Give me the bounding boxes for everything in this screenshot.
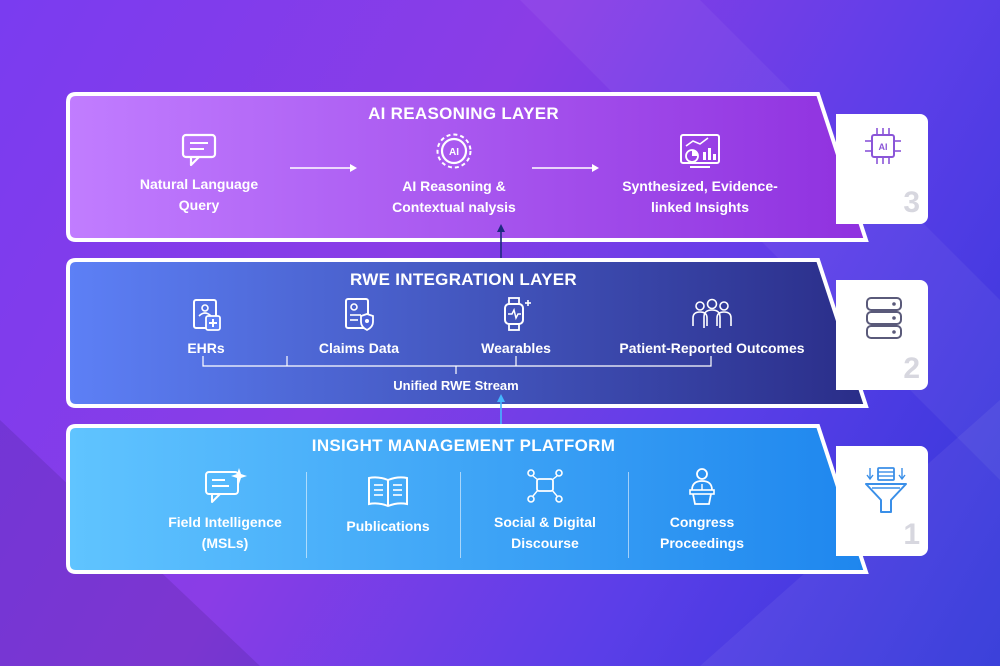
wearables: Wearables — [466, 296, 566, 359]
layer-1-badge: 1 — [836, 446, 928, 556]
ai-gear-icon: AI — [436, 133, 472, 169]
smartwatch-icon — [504, 297, 531, 331]
field-intelligence-msls: Field Intelligence (MSLs) — [150, 466, 300, 554]
item-label: Claims Data — [318, 340, 400, 356]
unified-rwe-stream-label: Unified RWE Stream — [393, 378, 519, 393]
item-label-line2: Discourse — [511, 535, 579, 551]
publications: Publications — [328, 474, 448, 537]
item-label: Wearables — [481, 340, 551, 356]
svg-text:AI: AI — [449, 147, 459, 158]
item-label: EHRs — [187, 340, 225, 356]
patients-icon — [692, 298, 732, 328]
insight-management-platform-layer: INSIGHT MANAGEMENT PLATFORM Field Intell… — [66, 424, 869, 574]
item-label-line2: Proceedings — [659, 535, 745, 551]
rwe-layer-shape — [66, 258, 869, 408]
speaker-icon — [689, 468, 715, 505]
imp-layer-shape — [66, 424, 869, 574]
claims-data: Claims Data — [304, 296, 414, 359]
ai-chip-icon: AI — [865, 128, 901, 164]
funnel-icon — [865, 467, 907, 513]
ai-reasoning-layer: AI REASONING LAYER Natural Language Quer… — [66, 92, 869, 242]
claims-icon — [345, 298, 374, 332]
item-label-line1: Social & Digital — [494, 514, 596, 530]
natural-language-query: Natural Language Query — [116, 132, 282, 216]
arrow-right-icon — [532, 164, 599, 172]
patient-reported-outcomes: Patient-Reported Outcomes — [602, 296, 822, 359]
ehr-icon — [193, 299, 221, 331]
rwe-integration-layer: RWE INTEGRATION LAYER EHRs Claims Data — [66, 258, 869, 408]
chat-icon — [181, 133, 217, 167]
divider — [306, 472, 307, 558]
ai-layer-title: AI REASONING LAYER — [368, 104, 559, 123]
item-label-line1: Synthesized, Evidence- — [622, 178, 778, 194]
item-label-line1: Congress — [669, 514, 735, 530]
synthesized-insights: Synthesized, Evidence- linked Insights — [602, 132, 798, 218]
layer-number: 1 — [903, 518, 920, 551]
dashboard-icon — [680, 134, 720, 168]
imp-layer-title: INSIGHT MANAGEMENT PLATFORM — [311, 436, 616, 455]
svg-text:AI: AI — [879, 142, 888, 152]
book-icon — [368, 476, 408, 508]
ehrs: EHRs — [166, 296, 246, 359]
social-digital-discourse: Social & Digital Discourse — [470, 466, 620, 554]
layer-3-badge: AI 3 — [836, 114, 928, 224]
item-label-line2: Contextual nalysis — [392, 199, 516, 215]
ai-reasoning-contextual-analysis: AI AI Reasoning & Contextual nalysis — [366, 132, 542, 218]
layer-2-badge: 2 — [836, 280, 928, 390]
item-label-line2: (MSLs) — [201, 535, 249, 551]
item-label: Patient-Reported Outcomes — [619, 340, 805, 356]
item-label-line1: AI Reasoning & — [402, 178, 506, 194]
item-label-line1: Natural Language — [139, 176, 259, 192]
ai-layer-shape — [66, 92, 869, 242]
sparkle-chat-icon — [205, 468, 247, 503]
stream-bracket — [202, 356, 712, 374]
rwe-layer-title: RWE INTEGRATION LAYER — [349, 270, 577, 289]
congress-proceedings: Congress Proceedings — [636, 466, 768, 554]
divider — [628, 472, 629, 558]
item-label-line2: linked Insights — [650, 199, 749, 215]
divider — [460, 472, 461, 558]
layer-number: 3 — [903, 186, 920, 219]
item-label-line1: Field Intelligence — [168, 514, 282, 530]
database-icon — [866, 297, 902, 339]
item-label-line2: Query — [178, 197, 220, 213]
network-icon — [527, 469, 563, 503]
arrow-right-icon — [290, 164, 357, 172]
item-label-line1: Publications — [346, 518, 430, 534]
layer-number: 2 — [903, 352, 920, 385]
